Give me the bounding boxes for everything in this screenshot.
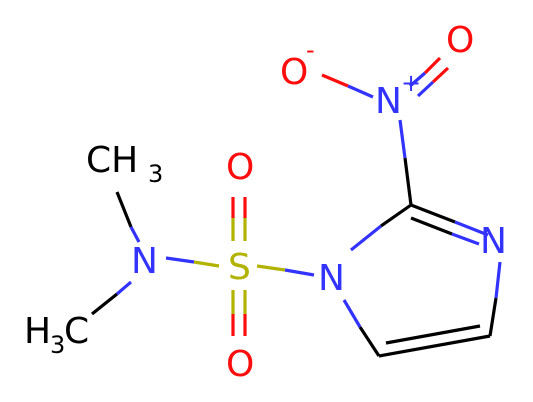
bond-methyl-top-to-n (115, 191, 133, 228)
bond-c5-n1-blue (342, 299, 362, 328)
atom-o-sulfonyl-bottom: O (226, 344, 254, 385)
atom-o-minus-charge: - (306, 36, 315, 64)
atom-sulfur: S (228, 247, 251, 288)
atom-o-nitro: O (446, 20, 474, 61)
bond-c4-c5 (378, 334, 491, 358)
bond-c2-nplus-black (403, 157, 413, 206)
bond-nplus-o-a-red (423, 56, 442, 75)
atom-n-ring3: N (480, 221, 507, 262)
atom-methyl-bottom-h: H (24, 311, 51, 352)
bond-n3-c4-black (488, 297, 498, 337)
bond-n3-c4-blue (494, 261, 502, 299)
atom-o-minus: O (280, 52, 308, 93)
bond-c2-nplus-blue (398, 119, 407, 159)
bond-n1-c2-black (380, 203, 412, 228)
bond-nplus-o-b-red (431, 66, 450, 84)
bond-n-to-methyl-bottom (91, 292, 118, 316)
bond-nplus-ominus-red (321, 73, 349, 88)
bond-nplus-ominus-blue (347, 84, 374, 99)
bond-c2-n3-inner-b (451, 232, 480, 246)
bond-nplus-o-b-blue (416, 80, 435, 98)
atom-n-ring1: N (318, 258, 345, 299)
bond-s-to-n-ring-yellow (256, 264, 286, 272)
bond-s-to-n-ring-blue (284, 268, 315, 277)
bond-c5-n1-black (358, 326, 381, 357)
atom-n-plus-charge: + (401, 69, 421, 97)
atom-methyl-top-sub: 3 (148, 160, 163, 188)
atom-n-amine: N (131, 241, 158, 282)
bond-methyl-top-to-n-blue (129, 226, 141, 243)
bonds (91, 56, 502, 358)
atom-methyl-bottom-c: C (64, 311, 89, 352)
atom-labels: O - N + O CH 3 H 3 C N S O O N N (24, 20, 507, 385)
bond-c2-n3-b (454, 220, 489, 237)
bond-n-to-methyl-bottom-blue (115, 280, 133, 296)
bond-nplus-o-a-blue (408, 71, 427, 88)
bond-c2-n3-a (410, 203, 456, 224)
bond-n1-c2-blue (350, 224, 382, 252)
atom-methyl-top: CH (86, 140, 138, 181)
atom-n-plus: N (375, 81, 402, 122)
bond-n-to-s-blue (165, 256, 195, 264)
bond-c2-n3-inner-a (410, 216, 453, 236)
atom-methyl-bottom-sub: 3 (50, 331, 65, 359)
atom-o-sulfonyl-top: O (226, 147, 254, 188)
bond-c4-c5-inner (385, 324, 481, 345)
bond-n-to-s-yellow (193, 260, 220, 268)
